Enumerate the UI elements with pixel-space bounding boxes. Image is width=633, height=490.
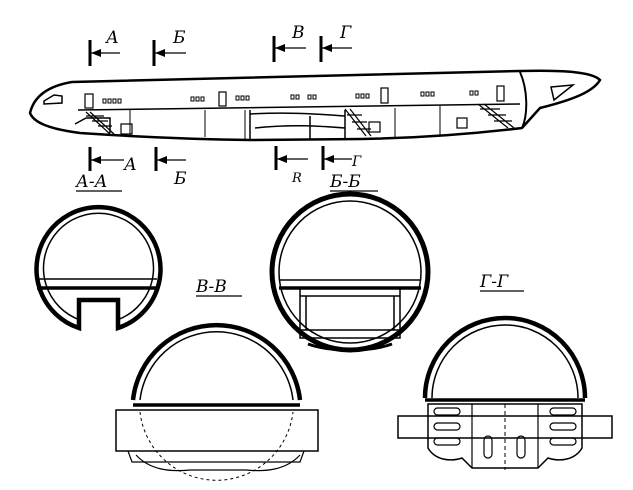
section-g-slot-1 bbox=[433, 407, 461, 416]
cockpit-window bbox=[43, 94, 63, 105]
marker-bottom-a: А bbox=[123, 155, 137, 175]
marker-top-b: Б bbox=[172, 28, 186, 48]
section-b-inner-ring bbox=[278, 200, 422, 344]
section-title-b: Б-Б bbox=[329, 172, 361, 192]
wing-box bbox=[249, 110, 346, 140]
section-g-partitions bbox=[471, 404, 539, 468]
section-title-a: А-А bbox=[75, 172, 108, 192]
section-title-g: Г-Г bbox=[479, 272, 509, 292]
marker-bottom-b: Б bbox=[173, 169, 187, 189]
center-stairs bbox=[344, 108, 372, 137]
marker-bottom-g: Г bbox=[351, 154, 362, 170]
section-g-slot-3 bbox=[433, 437, 461, 446]
section-a-inner-ring bbox=[42, 212, 155, 321]
cut-markers-top bbox=[88, 36, 352, 66]
lower-hatch-2 bbox=[368, 121, 381, 133]
section-b-outer-ring bbox=[269, 191, 431, 353]
section-title-v: В-В bbox=[195, 277, 227, 297]
marker-top-v: В bbox=[291, 23, 305, 43]
cut-markers-bottom bbox=[88, 146, 352, 171]
marker-top-a: А bbox=[105, 28, 119, 48]
section-g-g bbox=[397, 315, 613, 470]
section-v-v bbox=[115, 322, 319, 481]
section-g-slot-5 bbox=[549, 422, 577, 431]
section-g-wing-box bbox=[397, 415, 613, 439]
section-v-wing-center bbox=[115, 409, 319, 452]
tail-joint bbox=[519, 71, 528, 129]
lower-hatch-1 bbox=[120, 123, 133, 135]
section-g-outer-arc bbox=[422, 315, 588, 399]
cabin-floor bbox=[77, 103, 521, 111]
fuselage-side-view bbox=[28, 69, 602, 142]
section-b-keel bbox=[307, 342, 393, 352]
section-b-wing-box bbox=[299, 289, 401, 339]
lower-hatch-3 bbox=[456, 117, 468, 129]
section-g-slot-6 bbox=[549, 437, 577, 446]
lower-deck-partitions bbox=[129, 106, 441, 139]
section-g-inner-arc bbox=[431, 324, 579, 399]
section-v-outer-arc bbox=[130, 322, 303, 401]
section-g-slot-2 bbox=[433, 422, 461, 431]
section-v-fairing bbox=[135, 454, 301, 472]
tail-window bbox=[550, 84, 576, 102]
section-g-slot-8 bbox=[516, 435, 526, 459]
door-3 bbox=[380, 87, 389, 104]
section-g-slot-4 bbox=[549, 407, 577, 416]
marker-bottom-r: R bbox=[291, 171, 302, 186]
aft-stairs bbox=[477, 103, 515, 129]
marker-top-g: Г bbox=[339, 23, 352, 43]
door-2 bbox=[218, 91, 227, 107]
section-a-outer-ring bbox=[34, 204, 163, 332]
section-v-wing-bottom bbox=[127, 450, 305, 463]
section-g-slot-7 bbox=[483, 435, 493, 459]
forward-stairs bbox=[85, 111, 115, 135]
section-v-inner-arc bbox=[139, 331, 294, 401]
section-b-b bbox=[269, 191, 431, 353]
door-1 bbox=[84, 93, 94, 109]
cabin-windows bbox=[102, 90, 479, 104]
fuselage-outline bbox=[28, 69, 602, 142]
section-a-a bbox=[34, 204, 163, 332]
section-v-lower-dashed bbox=[139, 411, 294, 481]
door-4 bbox=[496, 85, 505, 102]
